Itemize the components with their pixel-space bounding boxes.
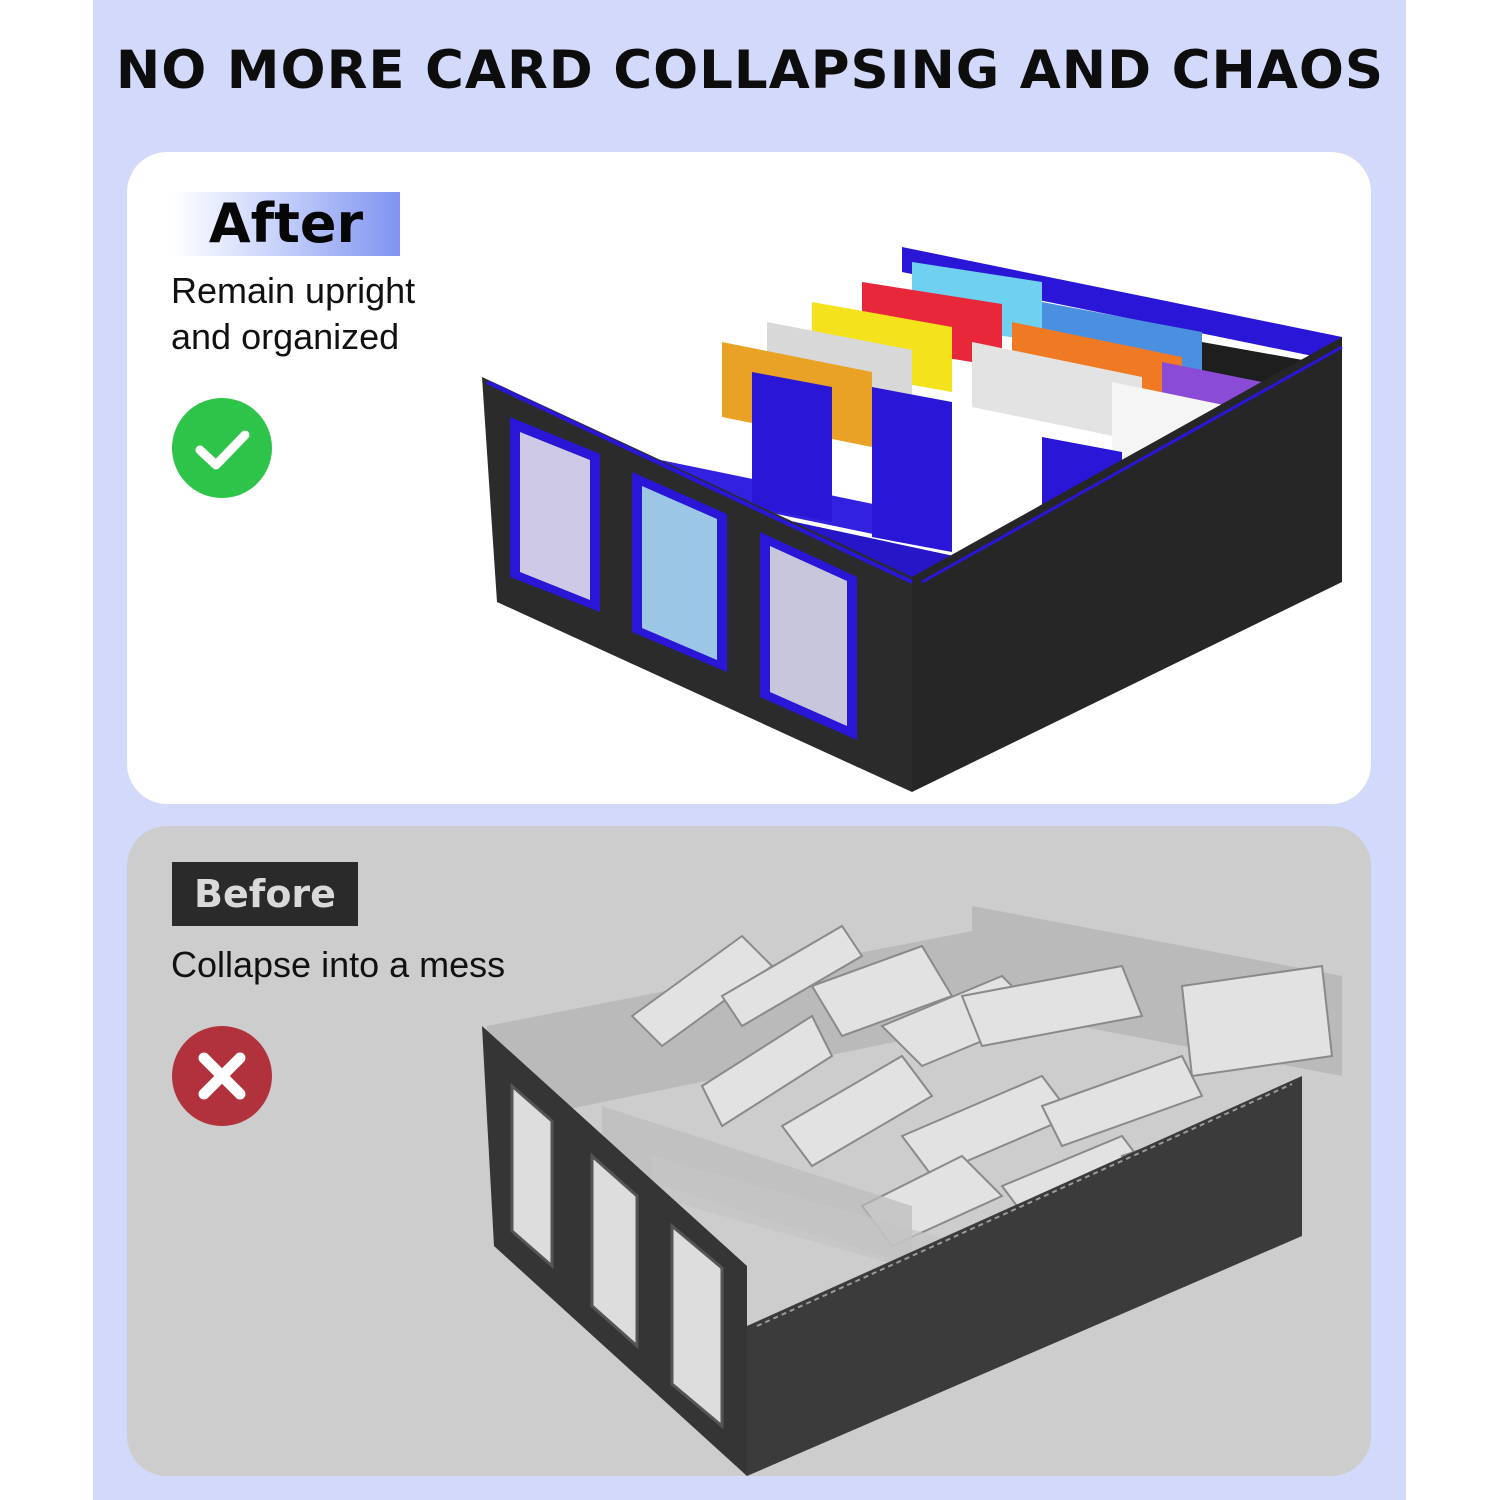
messy-card-box-image (482, 906, 1342, 1476)
headline: NO MORE CARD COLLAPSING AND CHAOS (115, 40, 1385, 101)
after-panel: After Remain upright and organized (127, 152, 1371, 804)
before-tag: Before (172, 862, 358, 926)
organized-card-box-image (482, 247, 1343, 792)
before-description: Collapse into a mess (171, 944, 506, 985)
after-tag: After (172, 192, 400, 256)
after-description: Remain upright and organized (171, 270, 416, 357)
card-windows (510, 417, 857, 740)
card-windows (510, 1082, 724, 1430)
before-panel: Before Collapse into a mess (127, 826, 1371, 1476)
check-circle-icon (172, 398, 272, 498)
x-circle-icon (172, 1026, 272, 1126)
